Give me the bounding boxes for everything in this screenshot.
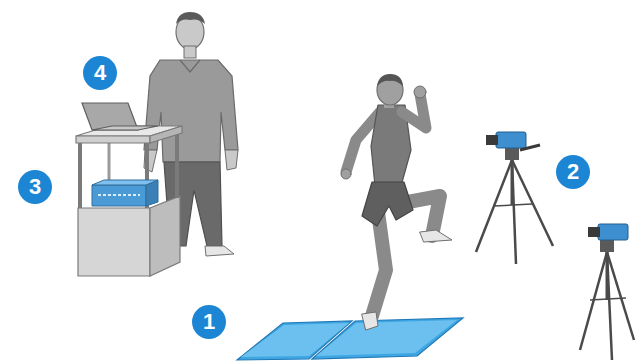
camera-tripod <box>580 224 634 360</box>
cart <box>76 103 182 276</box>
runner-figure <box>341 74 452 330</box>
callout-number: 1 <box>192 305 226 339</box>
force-plates <box>237 318 463 360</box>
callout-number: 4 <box>83 56 117 90</box>
camera-tripod <box>476 132 553 264</box>
callout-number: 3 <box>18 170 52 204</box>
callout-number: 2 <box>556 155 590 189</box>
